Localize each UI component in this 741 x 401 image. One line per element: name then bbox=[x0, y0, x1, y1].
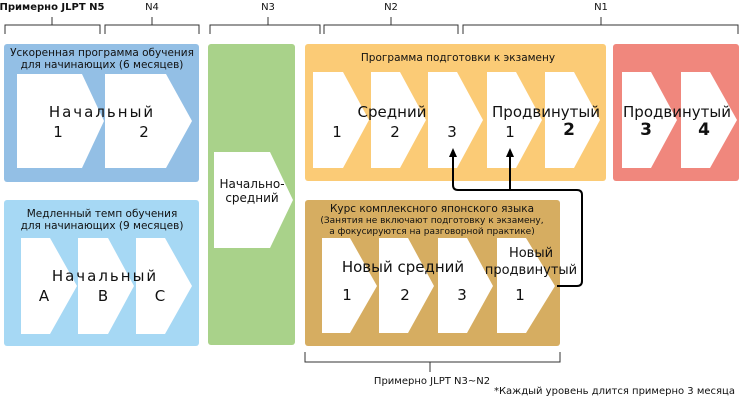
exam-advanced-label: Продвинутый bbox=[492, 103, 600, 121]
exam-advanced-step-1: 1 bbox=[505, 123, 515, 141]
level-label-n4: N4 bbox=[145, 2, 159, 13]
exam-intermediate-label: Средний bbox=[357, 103, 427, 121]
chevron-slow-c bbox=[136, 238, 192, 334]
exam-advanced-step-2: 2 bbox=[563, 120, 575, 140]
chevron-advanced-4 bbox=[681, 72, 737, 168]
bracket-n3-n2 bbox=[304, 352, 561, 372]
slow-step-a: A bbox=[38, 287, 50, 305]
comprehensive-step-2: 2 bbox=[400, 286, 410, 304]
bracket-n4 bbox=[104, 17, 200, 34]
arrowhead-to-advanced-1 bbox=[506, 148, 514, 157]
fast-step-2: 2 bbox=[139, 123, 149, 141]
chevron-comp-4 bbox=[497, 238, 555, 333]
bracket-n2 bbox=[323, 17, 459, 34]
bottom-range-label: Примерно JLPT N3~N2 bbox=[373, 376, 491, 387]
chevron-comp-3 bbox=[438, 238, 493, 333]
slow-course-label: Начальный bbox=[51, 267, 159, 285]
level-label-n1: N1 bbox=[594, 2, 608, 13]
level-label-n5: Примерно JLPT N5 bbox=[0, 2, 105, 13]
chevron-exam-3 bbox=[428, 72, 483, 168]
pre-intermediate-label: Начально-средний bbox=[219, 177, 285, 205]
chevron-comp-2 bbox=[379, 238, 434, 333]
bracket-n5 bbox=[4, 17, 101, 34]
level-label-n3: N3 bbox=[261, 2, 275, 13]
transfer-connector bbox=[452, 156, 583, 287]
fast-course-label: Начальный bbox=[48, 103, 156, 121]
comprehensive-course-title: Курс комплексного японского языка bbox=[329, 203, 535, 215]
slow-step-c: C bbox=[154, 287, 166, 305]
chevron-fast-2 bbox=[105, 74, 192, 168]
fast-step-1: 1 bbox=[53, 123, 63, 141]
exam-intermediate-step-2: 2 bbox=[390, 123, 400, 141]
comprehensive-advanced-step-1: 1 bbox=[515, 286, 525, 304]
level-label-n2: N2 bbox=[384, 2, 398, 13]
chevron-slow-b bbox=[78, 238, 134, 334]
comprehensive-intermediate-label: Новый средний bbox=[341, 258, 465, 276]
slow-step-b: B bbox=[97, 287, 109, 305]
chevron-slow-a bbox=[21, 238, 77, 334]
exam-course-title: Программа подготовки к экзамену bbox=[360, 52, 556, 64]
footnote: *Каждый уровень длится примерно 3 месяца bbox=[493, 386, 735, 397]
comprehensive-course-subtitle: (Занятия не включают подготовку к экзаме… bbox=[320, 216, 544, 237]
chevron-exam-2 bbox=[371, 72, 426, 168]
arrowhead-to-intermediate-3 bbox=[449, 148, 457, 157]
chevron-comp-1 bbox=[322, 238, 377, 333]
exam-intermediate-step-1: 1 bbox=[332, 123, 342, 141]
chevron-pre-intermediate bbox=[214, 152, 293, 248]
chevron-fast-1 bbox=[17, 74, 104, 168]
comprehensive-step-1: 1 bbox=[342, 286, 352, 304]
chevron-exam-4 bbox=[487, 72, 542, 168]
bracket-n1 bbox=[462, 17, 739, 34]
comprehensive-step-3: 3 bbox=[457, 286, 467, 304]
exam-intermediate-step-3: 3 bbox=[447, 123, 457, 141]
comprehensive-course-box bbox=[305, 200, 560, 346]
chevron-exam-5 bbox=[545, 72, 600, 168]
advanced-course-label: Продвинутый bbox=[623, 103, 731, 121]
bracket-n3 bbox=[209, 17, 321, 34]
chevron-exam-1 bbox=[313, 72, 369, 168]
advanced-step-3: 3 bbox=[640, 120, 652, 140]
advanced-step-4: 4 bbox=[698, 120, 710, 140]
chevron-advanced-3 bbox=[622, 72, 677, 168]
